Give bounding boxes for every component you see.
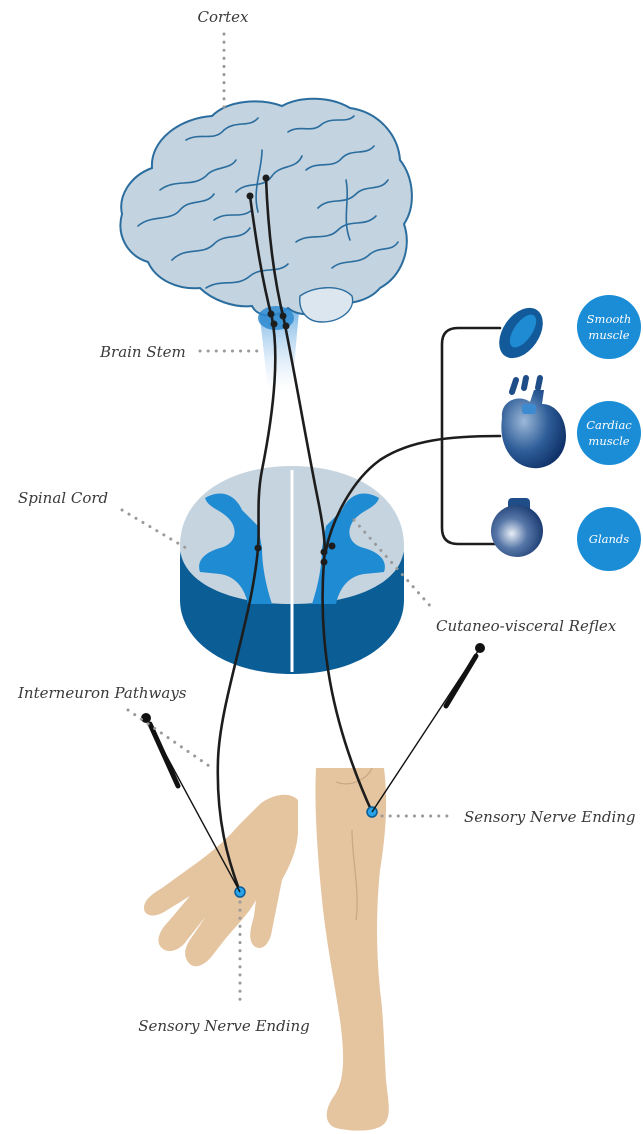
synapse-stem-3: [271, 321, 278, 328]
badge-smooth-muscle-line2: muscle: [588, 328, 629, 342]
label-cutaneo-visceral-reflex: Cutaneo-visceral Reflex: [436, 617, 617, 635]
synapse-cortex-1: [247, 193, 254, 200]
badge-glands-label: Glands: [589, 532, 629, 546]
badge-cardiac-muscle: Cardiac muscle: [577, 401, 641, 465]
leg-shape: [315, 768, 388, 1131]
synapse-stem-2: [280, 313, 287, 320]
smooth-muscle-icon: [490, 300, 552, 367]
needle-hand: [141, 713, 240, 892]
gland-icon: [491, 498, 543, 557]
heart-icon: [501, 378, 566, 468]
leader-spinal-cord: [122, 510, 186, 548]
needle-leg-tip: [475, 643, 485, 653]
needle-hand-body: [150, 724, 178, 786]
label-cortex: Cortex: [197, 8, 249, 26]
needle-leg-body: [446, 656, 476, 706]
synapse-stem-1: [268, 311, 275, 318]
label-sensory-nerve-ending-hand: Sensory Nerve Ending: [138, 1017, 310, 1035]
leg: [315, 768, 388, 1131]
badge-glands: Glands: [577, 507, 641, 571]
synapse-cord-1: [255, 545, 262, 552]
needle-leg: [372, 643, 485, 812]
label-spinal-cord: Spinal Cord: [18, 489, 108, 507]
label-interneuron-pathways: Interneuron Pathways: [17, 684, 187, 702]
brain-outline: [120, 99, 411, 316]
label-sensory-nerve-ending-leg: Sensory Nerve Ending: [464, 808, 636, 826]
label-brain-stem: Brain Stem: [99, 343, 186, 361]
badge-cardiac-muscle-line2: muscle: [588, 434, 629, 448]
cerebellum: [300, 288, 353, 322]
synapse-stem-4: [283, 323, 290, 330]
spinal-cord-section: [180, 466, 404, 674]
needle-hand-tip: [141, 713, 151, 723]
synapse-cortex-2: [263, 175, 270, 182]
synapse-cord-3: [321, 559, 328, 566]
leader-interneuron: [128, 710, 212, 768]
synapse-cord-2: [321, 549, 328, 556]
synapse-cord-4: [329, 543, 336, 550]
badge-smooth-muscle-line1: Smooth: [587, 312, 632, 326]
badge-smooth-muscle: Smooth muscle: [577, 295, 641, 359]
badge-cardiac-muscle-line1: Cardiac: [586, 418, 632, 432]
